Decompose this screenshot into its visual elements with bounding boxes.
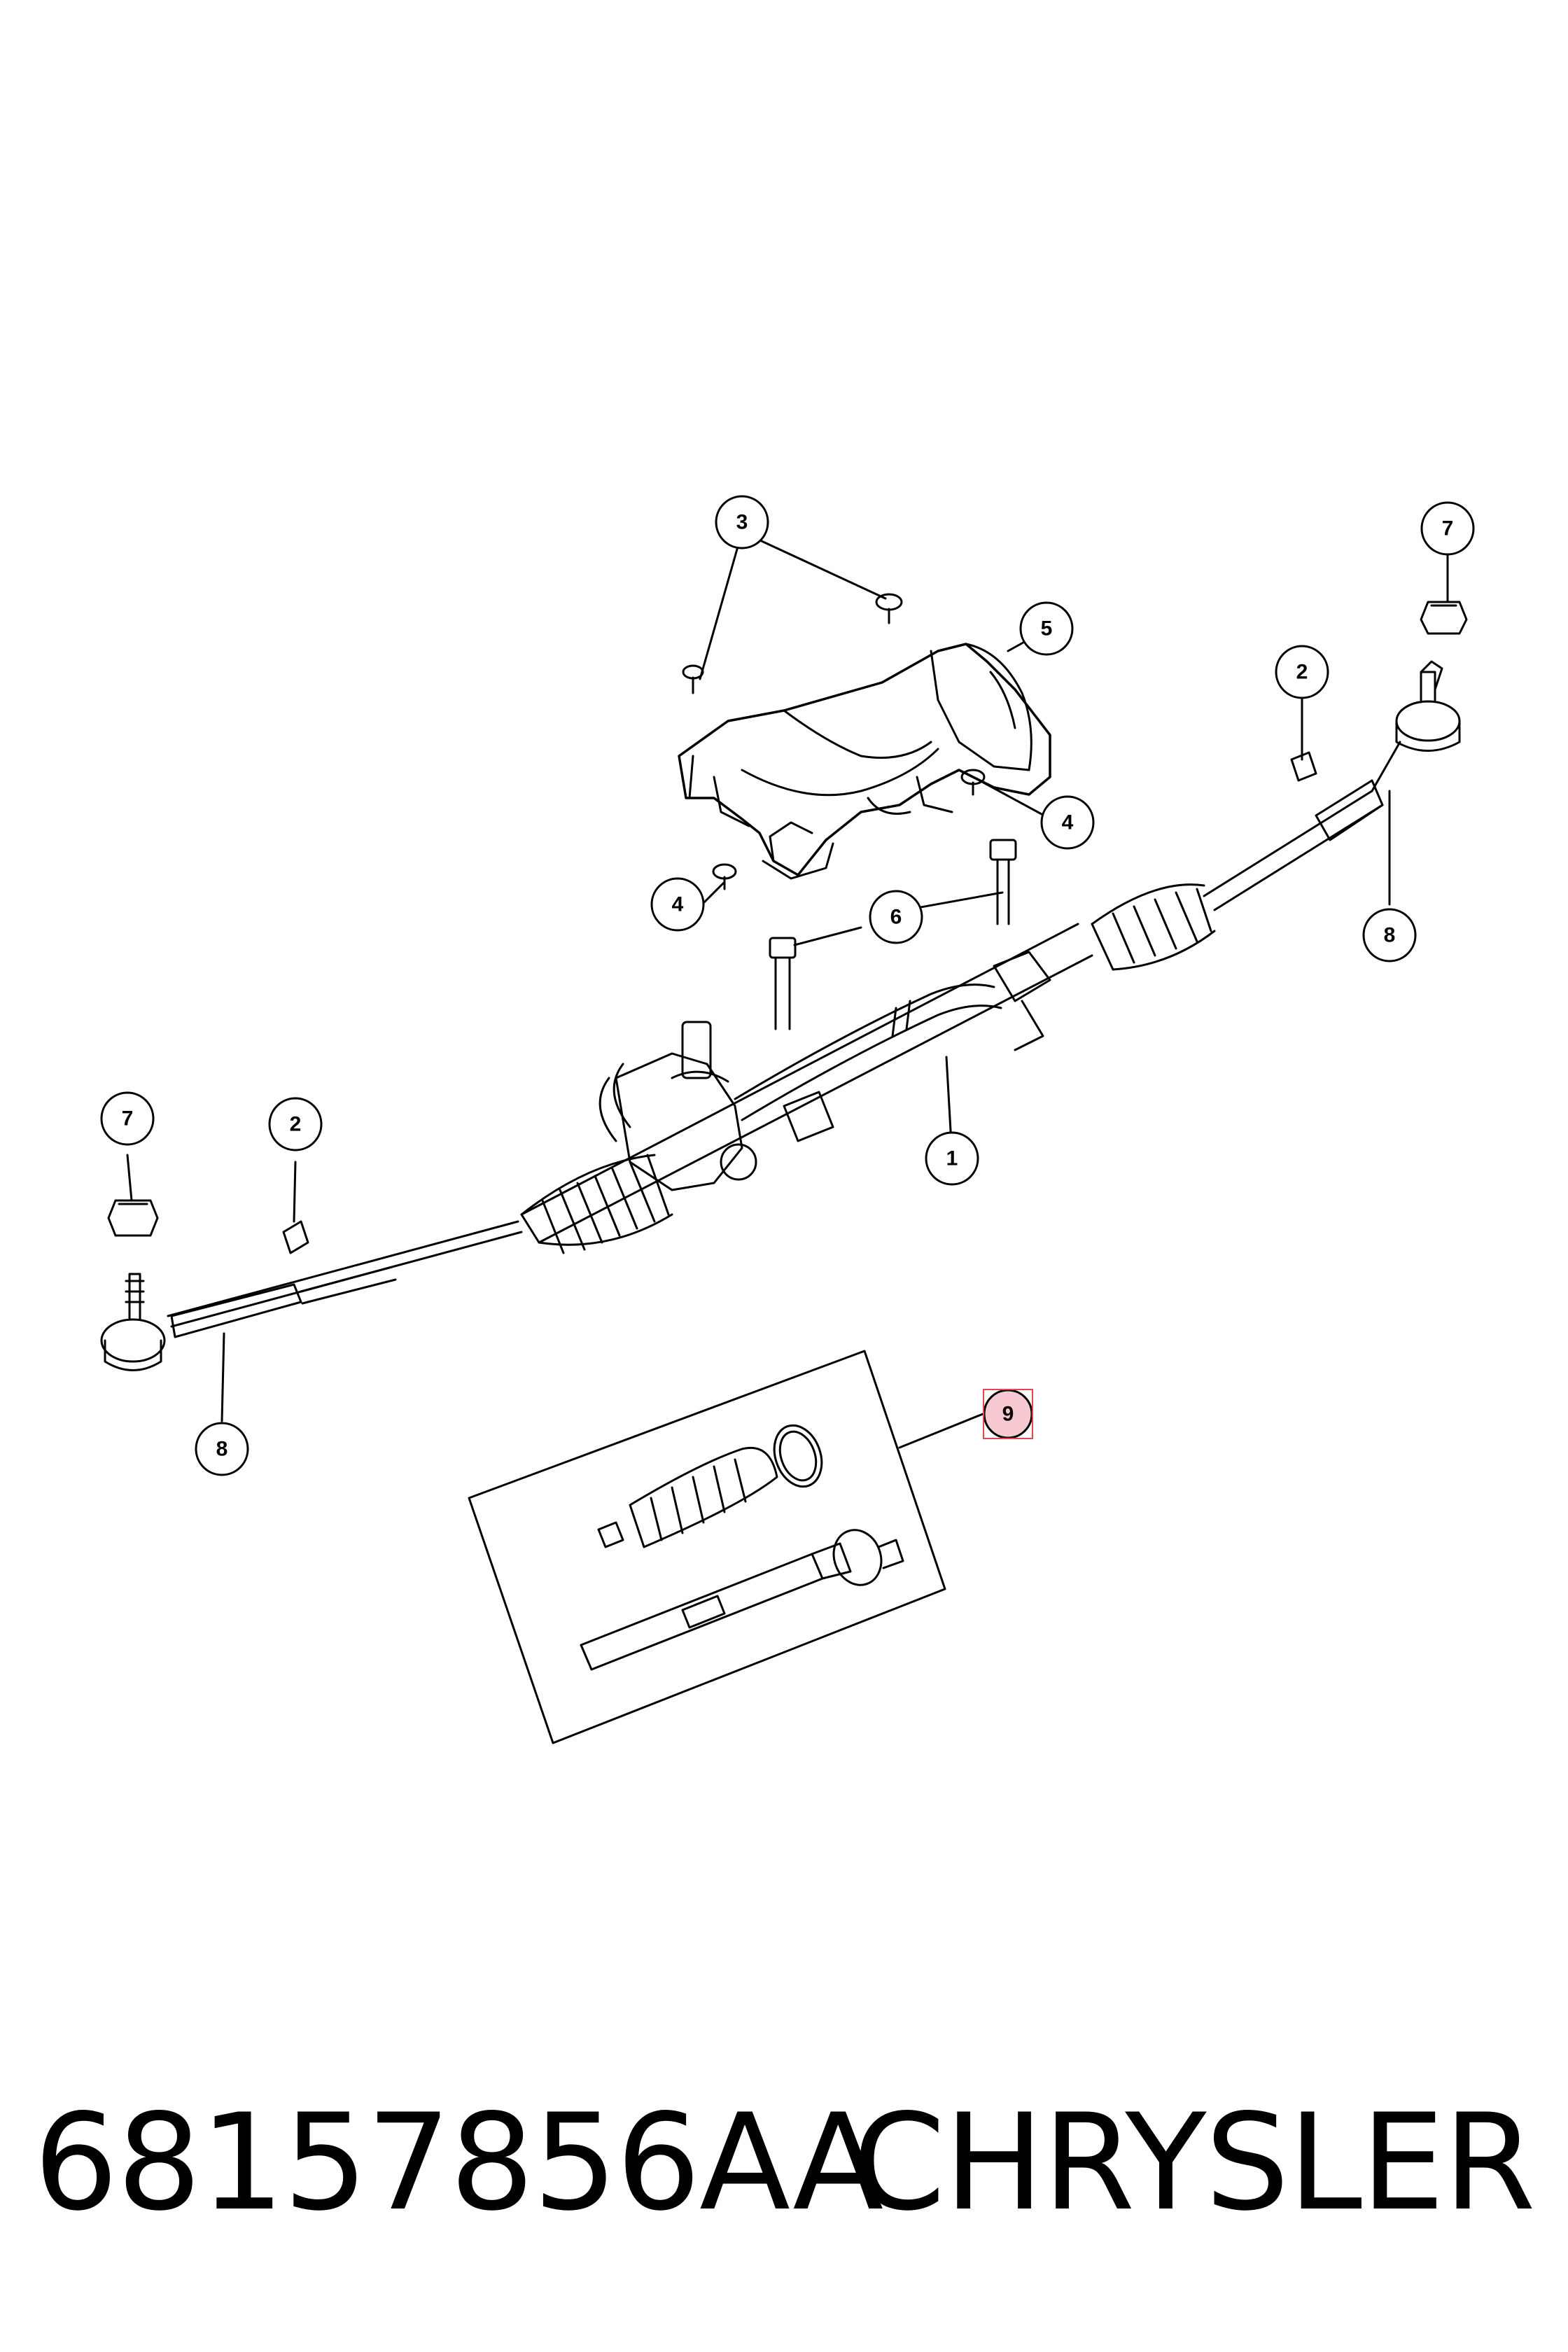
heat-shield <box>678 643 1051 880</box>
left-tie-rod-end <box>100 1266 397 1371</box>
svg-text:1: 1 <box>946 1147 958 1170</box>
kit-frame <box>468 1350 946 1744</box>
left-boot <box>520 1154 673 1254</box>
bolt-left <box>769 937 797 1030</box>
rivet-lower <box>712 863 737 890</box>
clip-right <box>1290 751 1317 782</box>
callout-9-highlighted: 9 <box>983 1389 1033 1439</box>
svg-text:6: 6 <box>890 906 902 929</box>
svg-text:4: 4 <box>672 893 684 916</box>
rivet-upper <box>960 769 986 796</box>
pinion-housing <box>598 1021 757 1191</box>
bolt-right <box>989 839 1017 925</box>
callout-7-right: 7 <box>1420 501 1475 556</box>
nut-left <box>107 1199 159 1237</box>
steering-gear-diagram: 1 2 2 3 4 4 5 6 7 7 8 8 9 <box>100 495 1475 1744</box>
svg-text:9: 9 <box>1002 1403 1014 1426</box>
svg-text:2: 2 <box>290 1113 302 1136</box>
svg-text:2: 2 <box>1296 661 1308 684</box>
svg-text:5: 5 <box>1041 617 1053 640</box>
callouts: 1 2 2 3 4 4 5 6 7 7 8 8 9 <box>100 495 1475 1476</box>
callout-1: 1 <box>925 1131 979 1186</box>
leader-lines <box>126 531 1449 1449</box>
svg-text:7: 7 <box>122 1107 134 1130</box>
footer: 68157856AA CHRYSLER <box>0 2072 1568 2254</box>
svg-text:8: 8 <box>216 1438 228 1461</box>
callout-5: 5 <box>1019 601 1074 656</box>
callout-4-left: 4 <box>650 877 705 932</box>
svg-text:8: 8 <box>1384 924 1396 947</box>
svg-text:4: 4 <box>1062 811 1074 834</box>
callout-8-right: 8 <box>1362 908 1417 962</box>
right-tie-rod-end <box>1371 660 1461 792</box>
clip-left <box>282 1220 309 1254</box>
part-number: 68157856AA <box>34 2085 883 2240</box>
callout-7-left: 7 <box>100 1091 155 1146</box>
callout-8-left: 8 <box>195 1422 249 1476</box>
svg-text:7: 7 <box>1442 517 1454 540</box>
push-pin-right <box>875 593 903 624</box>
svg-text:3: 3 <box>736 511 748 534</box>
callout-4-right: 4 <box>1040 795 1095 850</box>
brand-name: CHRYSLER <box>853 2085 1536 2240</box>
callout-2-left: 2 <box>268 1097 323 1152</box>
callout-6: 6 <box>869 890 923 944</box>
nut-right <box>1420 601 1468 635</box>
steering-rack <box>167 779 1384 1328</box>
right-boot <box>1091 883 1216 971</box>
callout-3: 3 <box>715 495 769 550</box>
callout-2-right: 2 <box>1275 645 1329 699</box>
